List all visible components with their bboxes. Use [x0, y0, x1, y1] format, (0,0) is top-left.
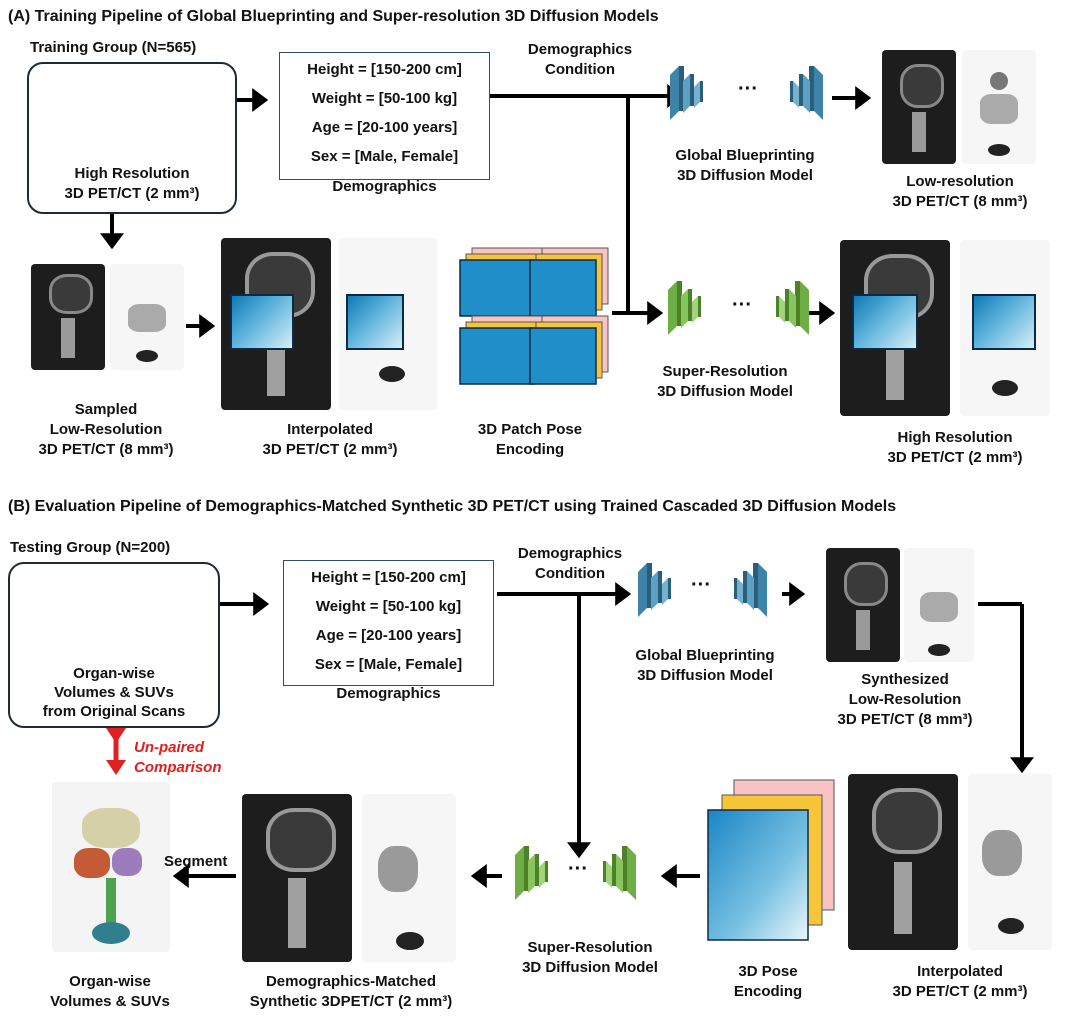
- panel-a-title: (A) Training Pipeline of Global Blueprin…: [8, 8, 659, 25]
- synth-label-1: Synthesized: [861, 671, 949, 688]
- blueprint-label-b-2: 3D Diffusion Model: [637, 667, 773, 684]
- training-group-title: Training Group (N=565): [30, 39, 197, 56]
- demographics-caption-b: Demographics: [336, 685, 441, 702]
- synth-label-2: Low-Resolution: [848, 691, 962, 708]
- unpaired-label-1: Un-paired: [134, 739, 205, 756]
- synth-lowres-pet-scan: [904, 548, 974, 662]
- sampled-label-3: 3D PET/CT (8 mm³): [38, 441, 174, 458]
- condition-label-a-1: Demographics: [527, 41, 633, 58]
- demographics-height-b: Height = [150-200 cm]: [311, 569, 466, 586]
- matched-label-1: Demographics-Matched: [265, 973, 437, 990]
- demographics-box-a: Height = [150-200 cm] Weight = [50-100 k…: [279, 52, 490, 180]
- testing-group-label-3: from Original Scans: [42, 703, 186, 720]
- highres-label-1: High Resolution: [897, 429, 1013, 446]
- demographics-age: Age = [20-100 years]: [311, 119, 458, 136]
- synth-lowres-ct-scan: [826, 548, 900, 662]
- demographics-weight: Weight = [50-100 kg]: [311, 90, 458, 107]
- patch-encoding-label-2: Encoding: [495, 441, 565, 458]
- dots-a-1: ···: [738, 78, 758, 100]
- highres-label-2: 3D PET/CT (2 mm³): [887, 449, 1023, 466]
- organ-label-1: Organ-wise: [69, 973, 151, 990]
- matched-label-2: Synthetic 3DPET/CT (2 mm³): [249, 993, 453, 1010]
- synth-label-3: 3D PET/CT (8 mm³): [837, 711, 973, 728]
- highres-ct-patch: [852, 294, 918, 350]
- lowres-ct-scan: [882, 50, 956, 164]
- panel-a-arrows: [100, 84, 872, 338]
- demographics-sex: Sex = [Male, Female]: [310, 148, 459, 165]
- unpaired-label-2: Comparison: [134, 759, 222, 776]
- interpolated-label-b-2: 3D PET/CT (2 mm³): [892, 983, 1028, 1000]
- organ-label-2: Volumes & SUVs: [50, 993, 170, 1010]
- sampled-ct-scan: [31, 264, 105, 370]
- organ-segmentation-image: [52, 782, 170, 952]
- interpolated-label-a-2: 3D PET/CT (2 mm³): [262, 441, 398, 458]
- sampled-pet-scan: [110, 264, 184, 370]
- dots-a-2: ···: [732, 294, 752, 316]
- lowres-pet-scan: [962, 50, 1036, 164]
- interpolated-ct-scan-b: [848, 774, 958, 950]
- testing-group-label-1: Organ-wise: [73, 665, 155, 682]
- interpolated-label-a-1: Interpolated: [287, 421, 373, 438]
- pose-encoding-label-2: Encoding: [733, 983, 803, 1000]
- training-group-label-2: 3D PET/CT (2 mm³): [64, 185, 200, 202]
- interpolated-pet-patch: [346, 294, 404, 350]
- sr-label-a-2: 3D Diffusion Model: [657, 383, 793, 400]
- interpolated-pet-scan-b: [968, 774, 1052, 950]
- condition-label-a-2: Condition: [545, 61, 615, 78]
- demographics-caption-a: Demographics: [332, 178, 437, 195]
- training-group-label-1: High Resolution: [74, 165, 190, 182]
- matched-ct-scan: [242, 794, 352, 962]
- sampled-label-2: Low-Resolution: [49, 421, 163, 438]
- interpolated-ct-patch: [230, 294, 294, 350]
- demographics-age-b: Age = [20-100 years]: [315, 627, 462, 644]
- sr-label-a-1: Super-Resolution: [662, 363, 788, 380]
- condition-label-b-1: Demographics: [517, 545, 623, 562]
- blueprint-label-a-1: Global Blueprinting: [675, 147, 815, 164]
- sr-label-b-2: 3D Diffusion Model: [522, 959, 658, 976]
- panel-b-title: (B) Evaluation Pipeline of Demographics-…: [8, 498, 897, 515]
- demographics-height: Height = [150-200 cm]: [307, 61, 462, 78]
- dots-b-1: ···: [691, 574, 711, 596]
- patch-pose-stack-icon: [459, 247, 609, 385]
- training-group-box: High Resolution 3D PET/CT (2 mm³): [27, 62, 237, 214]
- demographics-box-b: Height = [150-200 cm] Weight = [50-100 k…: [283, 560, 494, 686]
- panel-b-arrows: [172, 582, 1034, 888]
- dots-b-2: ···: [568, 858, 588, 880]
- interpolated-label-b-1: Interpolated: [917, 963, 1003, 980]
- pose-encoding-label-1: 3D Pose: [738, 963, 798, 980]
- blueprint-label-b-1: Global Blueprinting: [635, 647, 775, 664]
- blueprint-label-a-2: 3D Diffusion Model: [677, 167, 813, 184]
- testing-group-title: Testing Group (N=200): [10, 539, 171, 556]
- testing-group-label-2: Volumes & SUVs: [54, 684, 174, 701]
- segment-label: Segment: [164, 853, 228, 870]
- demographics-sex-b: Sex = [Male, Female]: [314, 656, 463, 673]
- highres-pet-patch: [972, 294, 1036, 350]
- lowres-label-2: 3D PET/CT (8 mm³): [892, 193, 1028, 210]
- demographics-weight-b: Weight = [50-100 kg]: [315, 598, 462, 615]
- pose-encoding-stack-icon: [707, 779, 835, 941]
- sr-label-b-1: Super-Resolution: [527, 939, 653, 956]
- testing-group-box: Organ-wise Volumes & SUVs from Original …: [8, 562, 220, 728]
- matched-pet-scan: [362, 794, 456, 962]
- sampled-label-1: Sampled: [74, 401, 138, 418]
- patch-encoding-label-1: 3D Patch Pose: [477, 421, 583, 438]
- condition-label-b-2: Condition: [535, 565, 605, 582]
- lowres-label-1: Low-resolution: [906, 173, 1014, 190]
